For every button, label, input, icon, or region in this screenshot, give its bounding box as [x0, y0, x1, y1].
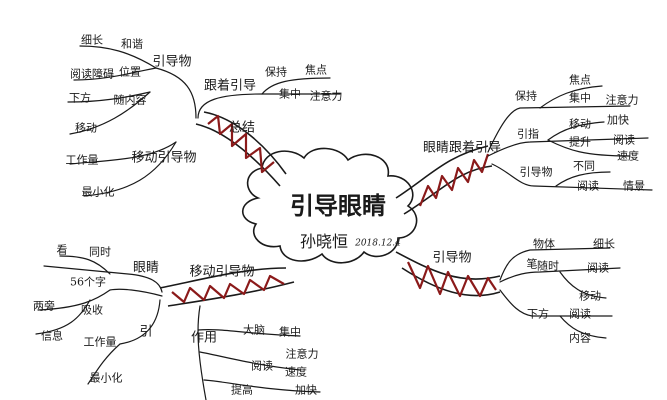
branch-follow	[395, 145, 493, 215]
text-item: 移动	[569, 117, 591, 131]
text-item: 细长	[81, 33, 103, 47]
author-name: 孙晓恒	[299, 232, 349, 251]
text-item: 速度	[285, 365, 307, 379]
label-eyes: 眼睛	[132, 260, 160, 276]
text-item: 阅读障碍	[70, 67, 114, 81]
text-item: 内容	[569, 331, 591, 345]
branch-summary	[195, 111, 287, 187]
branch-move-guide	[159, 267, 295, 307]
branch-lines-summary	[67, 45, 341, 197]
text-item: 阅读	[587, 261, 609, 275]
label-follow: 眼睛跟着引导	[422, 140, 502, 156]
text-item: 阅读	[577, 179, 599, 193]
branch-lines-move-guide	[35, 255, 321, 400]
date-label: 2018.12.4	[355, 238, 401, 249]
text-item: 注意力	[605, 93, 639, 107]
text-item: 移动	[75, 121, 97, 135]
text-item: 吸收	[81, 303, 103, 317]
text-item: 随内容	[113, 93, 147, 107]
central-cloud	[241, 147, 418, 264]
text-item: 最小化	[81, 185, 115, 199]
label-effect: 作用	[190, 330, 218, 346]
text-item: 下方	[527, 307, 549, 321]
text-item: 速度	[617, 149, 639, 163]
text-item: 工作量	[83, 335, 117, 349]
text-item: 看	[56, 243, 68, 257]
label-point: 引指	[517, 127, 539, 141]
text-item: 加快	[607, 113, 629, 127]
text-item: 和谐	[121, 37, 143, 51]
text-item: 焦点	[305, 63, 327, 77]
label-guide: 引导物	[519, 165, 553, 179]
text-item: 保持	[265, 65, 287, 79]
text-item: 笔	[526, 257, 538, 271]
text-item: 集中	[279, 87, 301, 101]
text-item: 阅读	[251, 359, 273, 373]
text-item: 位置	[119, 65, 141, 79]
text-item: 最小化	[89, 371, 123, 385]
text-item: 同时	[89, 245, 111, 259]
text-item: 集中	[279, 325, 301, 339]
text-item: 两旁	[33, 299, 55, 313]
text-item: 注意力	[309, 89, 343, 103]
text-item: 不同	[573, 159, 595, 173]
text-item: 细长	[593, 237, 615, 251]
central-title: 引导眼睛	[290, 191, 386, 220]
label-keep: 保持	[515, 89, 537, 103]
text-item: 信息	[41, 329, 63, 343]
text-item: 工作量	[65, 153, 99, 167]
text-item: 物体	[533, 237, 555, 251]
text-item: 随时	[537, 259, 559, 273]
text-item: 集中	[569, 91, 591, 105]
label-summary-follow: 跟着引导	[203, 78, 257, 94]
label-summary-move-guide: 移动引导物	[131, 150, 197, 166]
branch-lines-follow	[487, 85, 653, 191]
text-item: 注意力	[285, 347, 319, 361]
text-item: 加快	[295, 383, 317, 397]
label-summary: 总结	[228, 120, 256, 136]
text-item: 阅读	[569, 307, 591, 321]
text-item: 大脑	[243, 323, 265, 337]
branch-guide-obj	[395, 251, 501, 298]
text-item: 情景	[623, 179, 645, 193]
label-guide-obj: 引导物	[432, 250, 472, 266]
label-lead: 引	[139, 324, 153, 340]
text-item: 移动	[579, 289, 601, 303]
text-item: 提升	[569, 135, 591, 149]
text-item: 提高	[231, 383, 253, 397]
label-move-guide: 移动引导物	[189, 264, 255, 280]
label-summary-guide-obj: 引导物	[152, 54, 192, 70]
text-item: 下方	[69, 91, 91, 105]
text-item: 焦点	[569, 73, 591, 87]
branch-lines-guide-obj	[499, 247, 621, 339]
text-item: 56个字	[70, 275, 106, 289]
text-item: 阅读	[613, 133, 635, 147]
